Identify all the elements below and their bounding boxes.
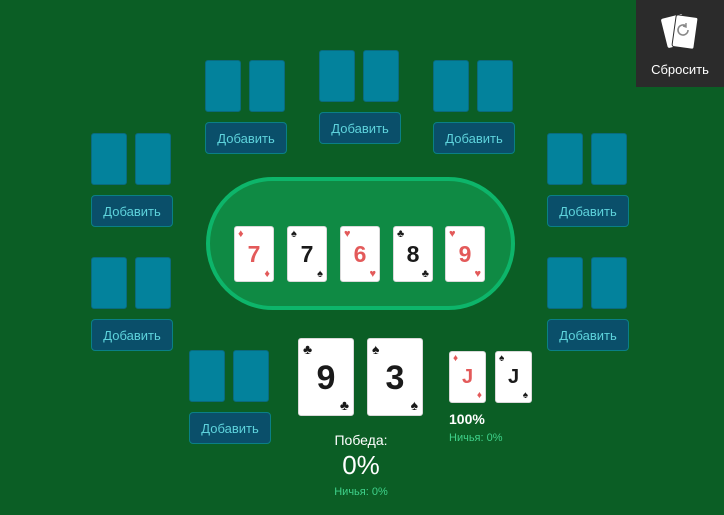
- suit-icon: ♣: [339, 397, 349, 413]
- villain-card[interactable]: ♦ J ♦: [449, 351, 486, 403]
- suit-icon: ♠: [522, 390, 528, 401]
- add-player-button[interactable]: Добавить: [189, 412, 271, 444]
- card-rank: 8: [406, 241, 420, 267]
- card-back[interactable]: [547, 133, 583, 185]
- card-back[interactable]: [433, 60, 469, 112]
- hero-win-label: Победа:: [334, 432, 388, 448]
- suit-icon: ♣: [303, 341, 313, 357]
- suit-icon: ♥: [344, 228, 351, 240]
- suit-icon: ♠: [499, 353, 505, 364]
- hero-card[interactable]: ♠ 3 ♠: [367, 338, 423, 416]
- villain-card[interactable]: ♠ J ♠: [495, 351, 532, 403]
- reset-cards-icon: [661, 14, 699, 50]
- card-back[interactable]: [189, 350, 225, 402]
- villain-win-value: 100%: [449, 411, 485, 427]
- suit-icon: ♥: [369, 268, 376, 280]
- suit-icon: ♣: [421, 268, 429, 280]
- board-card[interactable]: ♥ 9 ♥: [445, 226, 485, 282]
- suit-icon: ♠: [291, 228, 297, 240]
- board-card[interactable]: ♣ 8 ♣: [393, 226, 433, 282]
- card-rank: 6: [353, 241, 367, 267]
- card-back[interactable]: [547, 257, 583, 309]
- suit-icon: ♠: [317, 268, 323, 280]
- board-card[interactable]: ♠ 7 ♠: [287, 226, 327, 282]
- card-back[interactable]: [591, 257, 627, 309]
- card-back[interactable]: [135, 257, 171, 309]
- suit-icon: ♠: [410, 397, 418, 413]
- card-back[interactable]: [91, 133, 127, 185]
- card-back[interactable]: [477, 60, 513, 112]
- card-back[interactable]: [205, 60, 241, 112]
- card-back[interactable]: [91, 257, 127, 309]
- card-back[interactable]: [591, 133, 627, 185]
- board-card[interactable]: ♦ 7 ♦: [234, 226, 274, 282]
- suit-icon: ♦: [264, 268, 270, 280]
- hero-tie-text: Ничья: 0%: [334, 486, 388, 498]
- card-rank: 9: [316, 359, 336, 397]
- card-rank: 7: [300, 241, 314, 267]
- suit-icon: ♦: [238, 228, 244, 240]
- card-rank: 3: [385, 359, 405, 397]
- suit-icon: ♠: [372, 341, 380, 357]
- card-back[interactable]: [249, 60, 285, 112]
- board-card[interactable]: ♥ 6 ♥: [340, 226, 380, 282]
- add-player-button[interactable]: Добавить: [205, 122, 287, 154]
- add-player-button[interactable]: Добавить: [91, 195, 173, 227]
- card-back[interactable]: [135, 133, 171, 185]
- add-player-button[interactable]: Добавить: [547, 319, 629, 351]
- add-player-button[interactable]: Добавить: [433, 122, 515, 154]
- card-rank: 7: [247, 241, 261, 267]
- card-back[interactable]: [319, 50, 355, 102]
- reset-button-label: Сбросить: [651, 62, 709, 77]
- reset-button[interactable]: Сбросить: [636, 0, 724, 87]
- suit-icon: ♦: [453, 353, 459, 364]
- add-player-button[interactable]: Добавить: [91, 319, 173, 351]
- hero-card[interactable]: ♣ 9 ♣: [298, 338, 354, 416]
- card-back[interactable]: [233, 350, 269, 402]
- suit-icon: ♣: [397, 228, 405, 240]
- card-rank: J: [507, 366, 520, 388]
- card-back[interactable]: [363, 50, 399, 102]
- add-player-button[interactable]: Добавить: [319, 112, 401, 144]
- hero-win-value: 0%: [342, 450, 380, 480]
- villain-tie-text: Ничья: 0%: [449, 432, 503, 444]
- add-player-button[interactable]: Добавить: [547, 195, 629, 227]
- card-rank: 9: [458, 241, 472, 267]
- card-rank: J: [461, 366, 474, 388]
- suit-icon: ♦: [476, 390, 482, 401]
- suit-icon: ♥: [474, 268, 481, 280]
- suit-icon: ♥: [449, 228, 456, 240]
